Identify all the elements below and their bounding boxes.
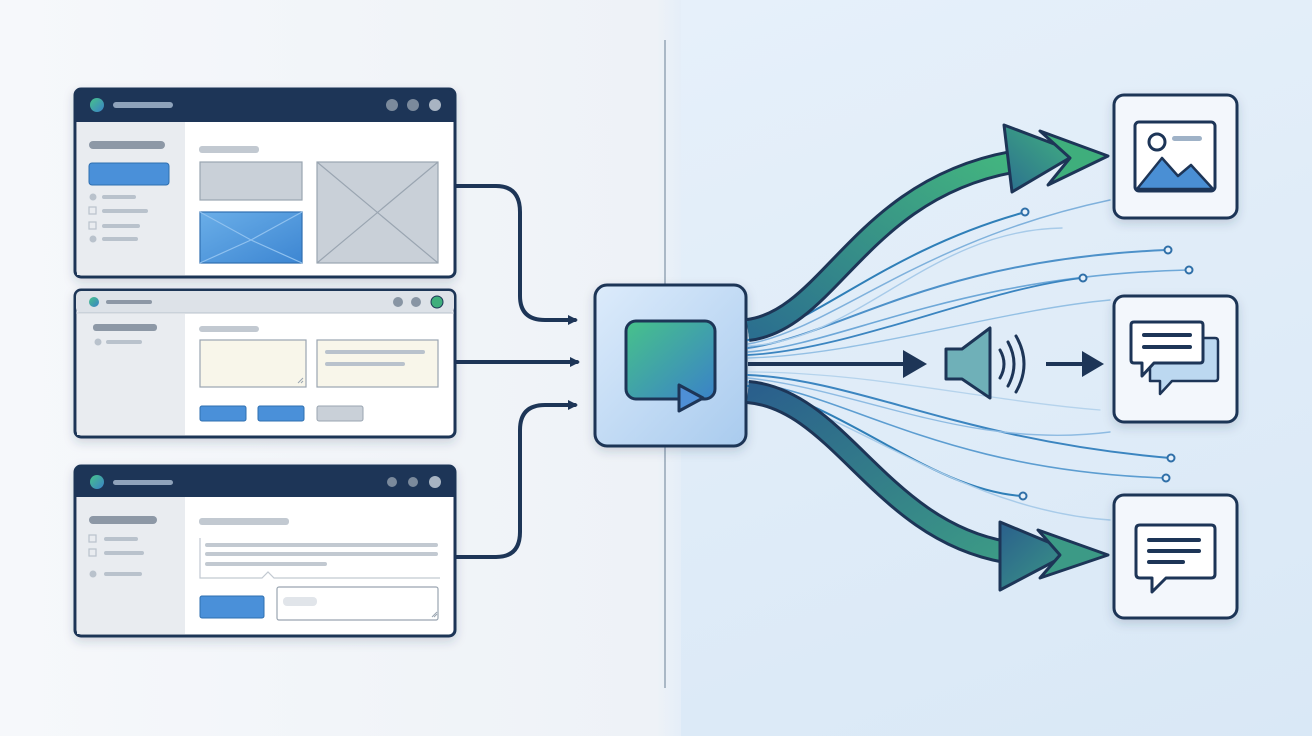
window-status-dot-icon[interactable] — [430, 295, 444, 309]
action-button[interactable] — [257, 405, 305, 422]
action-button[interactable] — [199, 405, 247, 422]
window-dot-icon[interactable] — [429, 476, 441, 488]
send-button[interactable] — [199, 595, 265, 619]
window-dot-icon[interactable] — [407, 99, 419, 111]
window-dot-icon[interactable] — [411, 297, 421, 307]
window-dot-icon[interactable] — [386, 99, 398, 111]
video-play-icon — [624, 319, 717, 413]
output-arrow-up — [745, 123, 1110, 342]
window-dot-icon[interactable] — [393, 297, 403, 307]
sidebar-primary-button[interactable] — [88, 162, 170, 186]
window-dot-icon[interactable] — [387, 477, 397, 487]
app-logo-icon — [89, 297, 99, 307]
window-dot-icon[interactable] — [429, 99, 441, 111]
speaker-icon — [944, 326, 1026, 400]
connector-arrow-3 — [454, 400, 578, 559]
gear-icon — [89, 193, 97, 201]
window-1-content — [76, 90, 454, 275]
image-thumbnail[interactable] — [199, 211, 303, 264]
output-arrow-down — [746, 380, 1110, 592]
text-area[interactable] — [199, 339, 307, 388]
image-icon — [1133, 120, 1217, 193]
checkbox-icon[interactable] — [88, 221, 97, 230]
connector-arrow-1 — [454, 184, 578, 325]
stream-nodes — [1018, 207, 1194, 501]
app-logo-icon — [90, 475, 104, 489]
image-placeholder — [199, 161, 303, 201]
user-icon — [89, 235, 97, 243]
window-2-sidebar — [77, 314, 185, 435]
signal-streams — [747, 199, 1189, 521]
input-connectors — [454, 184, 580, 559]
middle-arrow — [748, 350, 927, 378]
message-bubble — [199, 538, 440, 579]
window-3-content — [76, 467, 454, 634]
chat-bubbles-icon — [1129, 320, 1220, 396]
chat-input[interactable] — [276, 586, 439, 621]
chat-bubble-icon — [1134, 523, 1217, 594]
window-2-content — [76, 291, 454, 435]
window-2-titlebar — [76, 291, 454, 313]
checkbox-icon[interactable] — [88, 206, 97, 215]
app-logo-icon — [90, 98, 104, 112]
secondary-button[interactable] — [316, 405, 364, 422]
window-dot-icon[interactable] — [408, 477, 418, 487]
speaker-arrow — [1046, 351, 1104, 377]
